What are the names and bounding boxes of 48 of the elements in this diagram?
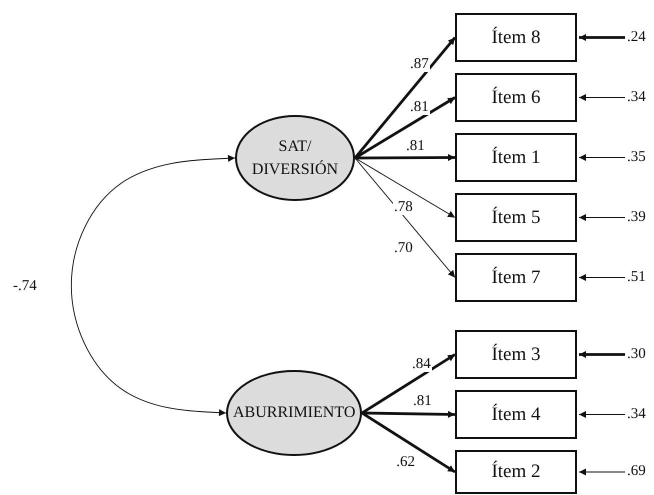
arrow [361, 353, 456, 414]
edge-label: .78 [393, 200, 414, 216]
edge-label: .87 [409, 57, 430, 72]
arrow [354, 158, 456, 278]
item-box [455, 253, 577, 302]
edge-label: -.74 [12, 278, 38, 294]
node-label: Ítem 6 [491, 86, 541, 108]
edge-label: .84 [410, 356, 432, 372]
arrow [579, 351, 625, 358]
item-box [455, 390, 577, 439]
arrow [578, 274, 626, 281]
arrow [354, 36, 456, 159]
edge-label: .34 [626, 90, 647, 104]
item-box [455, 73, 577, 122]
arrow [355, 154, 455, 162]
edge-label: .30 [626, 346, 647, 362]
edge-label: .51 [626, 270, 647, 284]
node-label: SAT/ DIVERSIÓN [250, 136, 340, 180]
arrow [354, 158, 456, 218]
node-label: ABURRIMIENTO [233, 403, 355, 424]
node-label: Ítem 2 [491, 461, 541, 483]
node-label: Ítem 3 [491, 344, 541, 366]
latent-variable-ellipse [235, 115, 355, 201]
node-label: Ítem 4 [491, 404, 541, 426]
arrow [578, 214, 626, 221]
item-box [455, 13, 577, 62]
arrow [361, 412, 456, 474]
node-label: Ítem 8 [491, 26, 541, 48]
edge-label: .39 [626, 210, 647, 224]
item-box [455, 193, 577, 242]
edge-label: .24 [626, 30, 647, 44]
item-box [455, 133, 577, 182]
node-label: Ítem 5 [491, 206, 541, 228]
item-box [455, 330, 577, 379]
edge-label: .35 [626, 150, 647, 164]
arrow [578, 154, 626, 161]
arrow [578, 411, 626, 418]
item-box [455, 450, 577, 494]
arrow [578, 94, 626, 101]
double-headed-arrow [70, 154, 236, 416]
edge-label: .81 [409, 100, 430, 116]
edge-label: .34 [626, 406, 647, 422]
arrow [579, 34, 625, 41]
latent-variable-ellipse [226, 370, 362, 456]
node-label: Ítem 1 [491, 146, 541, 168]
arrow [578, 468, 626, 476]
node-label: Ítem 7 [491, 266, 541, 288]
arrow [362, 410, 456, 418]
